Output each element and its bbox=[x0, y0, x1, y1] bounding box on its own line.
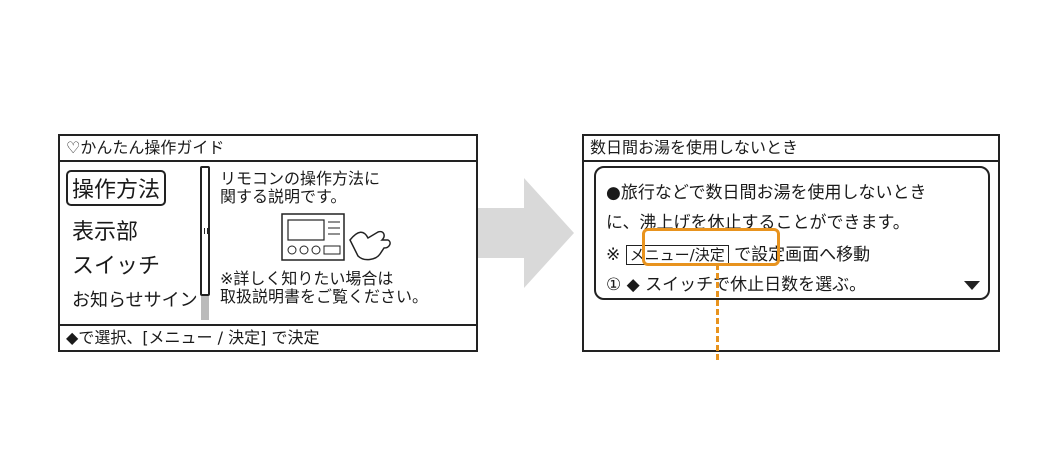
menu-item-notice-sign[interactable]: お知らせサイン bbox=[72, 290, 198, 311]
info-line-4: ① ◆ スイッチで休止日数を選ぶ。 bbox=[606, 270, 866, 295]
vacation-titlebar: 数日間お湯を使用しないとき bbox=[584, 136, 998, 162]
transition-arrow bbox=[478, 178, 574, 288]
info-line-1: ●旅行などで数日間お湯を使用しないとき bbox=[606, 183, 927, 203]
description-line-1: リモコンの操作方法に bbox=[220, 169, 381, 188]
step-text: スイッチで休止日数を選ぶ。 bbox=[645, 275, 867, 295]
menu-item-display[interactable]: 表示部 bbox=[72, 220, 139, 245]
note-mark: ※ bbox=[606, 245, 621, 265]
scroll-down-icon[interactable] bbox=[964, 281, 980, 290]
description-line-2: 関する説明です。 bbox=[220, 187, 347, 206]
left-footer: ◆で選択、[メニュー / 決定] で決定 bbox=[60, 324, 476, 350]
scroll-track bbox=[201, 296, 209, 320]
menu-item-switch[interactable]: スイッチ bbox=[72, 254, 161, 279]
scroll-grip[interactable] bbox=[204, 228, 208, 234]
remote-control-illustration bbox=[281, 213, 391, 261]
step-number: ① bbox=[606, 275, 622, 295]
info-line-3: ※ メニュー/決定 で設定画面へ移動 bbox=[606, 240, 870, 265]
scrollbar[interactable] bbox=[200, 166, 210, 296]
footer-instructions: で選択、[メニュー / 決定] で決定 bbox=[78, 328, 320, 347]
easy-guide-titlebar: ♡かんたん操作ガイド bbox=[60, 136, 476, 162]
move-to-setting-text: で設定画面へ移動 bbox=[734, 245, 871, 265]
note-line-1: ※詳しく知りたい場合は bbox=[220, 269, 394, 288]
callout-leader-line bbox=[716, 264, 719, 360]
menu-key-highlight bbox=[642, 228, 780, 266]
up-down-arrow-icon: ◆ bbox=[626, 275, 640, 295]
note-line-2: 取扱説明書をご覧ください。 bbox=[220, 287, 429, 306]
lightbulb-icon: ♡ bbox=[66, 138, 81, 157]
up-down-arrow-icon: ◆ bbox=[66, 328, 79, 347]
easy-guide-title: かんたん操作ガイド bbox=[80, 138, 225, 157]
easy-guide-screen: ♡かんたん操作ガイド 操作方法 表示部 スイッチ お知らせサイン リモコンの操作… bbox=[58, 134, 478, 352]
menu-item-operation[interactable]: 操作方法 bbox=[66, 170, 167, 206]
